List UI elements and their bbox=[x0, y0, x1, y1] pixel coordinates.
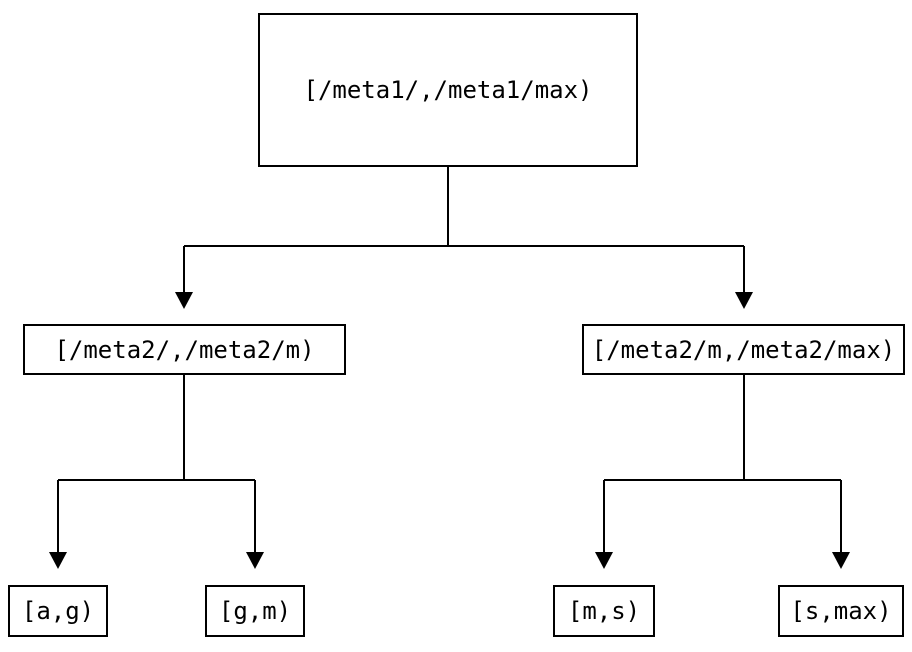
arrowhead-leaf-m-s bbox=[595, 552, 613, 569]
leaf-g-m-label: [g,m) bbox=[218, 597, 292, 625]
leaf-m-s: [m,s) bbox=[553, 585, 655, 637]
leaf-a-g-label: [a,g) bbox=[21, 597, 95, 625]
arrowhead-meta2-right bbox=[735, 292, 753, 309]
arrowhead-meta2-left bbox=[175, 292, 193, 309]
leaf-s-max: [s,max) bbox=[778, 585, 904, 637]
node-meta2-right: [/meta2/m,/meta2/max) bbox=[582, 324, 905, 375]
arrowhead-leaf-g-m bbox=[246, 552, 264, 569]
leaf-a-g: [a,g) bbox=[8, 585, 108, 637]
leaf-m-s-label: [m,s) bbox=[567, 597, 641, 625]
leaf-g-m: [g,m) bbox=[205, 585, 305, 637]
node-meta2-left: [/meta2/,/meta2/m) bbox=[23, 324, 346, 375]
leaf-s-max-label: [s,max) bbox=[790, 597, 892, 625]
arrowhead-leaf-s-max bbox=[832, 552, 850, 569]
node-root: [/meta1/,/meta1/max) bbox=[258, 13, 638, 167]
arrowhead-leaf-a-g bbox=[49, 552, 67, 569]
node-meta2-right-label: [/meta2/m,/meta2/max) bbox=[591, 335, 896, 364]
node-root-label: [/meta1/,/meta1/max) bbox=[303, 76, 593, 104]
node-meta2-left-label: [/meta2/,/meta2/m) bbox=[54, 335, 315, 364]
